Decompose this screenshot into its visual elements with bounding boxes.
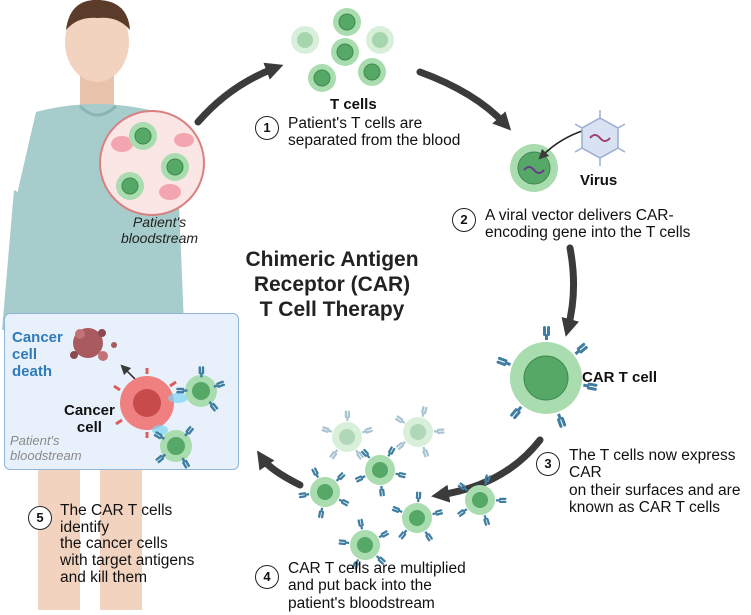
- box-bloodstream-label: Patient's bloodstream: [10, 433, 82, 463]
- car-t-cell-group: [298, 405, 507, 571]
- t-cell-cluster: [291, 7, 394, 93]
- virus-infection: [510, 110, 626, 192]
- step-5-number: 5: [28, 506, 52, 530]
- car-t-cell: [456, 474, 507, 527]
- car-t-cell: [321, 410, 374, 461]
- virus-label: Virus: [580, 172, 618, 189]
- virus-icon: [574, 110, 626, 166]
- car-t-cell: [394, 405, 445, 458]
- cycle-arrows: [194, 62, 579, 503]
- cancer-cell-label: Cancer cell: [64, 402, 115, 436]
- cancer-cell-death-label: Cancer cell death: [12, 329, 63, 380]
- car-t-cell: [391, 491, 444, 542]
- bloodstream-zoom: [99, 110, 205, 216]
- car-t-cell-large: [496, 326, 598, 429]
- diagram-title: Chimeric Antigen Receptor (CAR) T Cell T…: [245, 248, 419, 322]
- car-t-cell: [354, 445, 407, 497]
- t-cells-label: T cells: [330, 96, 377, 113]
- step-2-text: A viral vector delivers CAR-encoding gen…: [485, 207, 691, 242]
- step-4-number: 4: [255, 565, 279, 589]
- bloodstream-label: Patient's bloodstream: [121, 214, 199, 246]
- car-t-cell: [338, 518, 390, 571]
- step-1-number: 1: [255, 116, 279, 140]
- car-t-cell-label: CAR T cell: [582, 369, 658, 386]
- step-3-number: 3: [536, 452, 560, 476]
- step-2-number: 2: [452, 208, 476, 232]
- car-t-cell: [298, 467, 350, 519]
